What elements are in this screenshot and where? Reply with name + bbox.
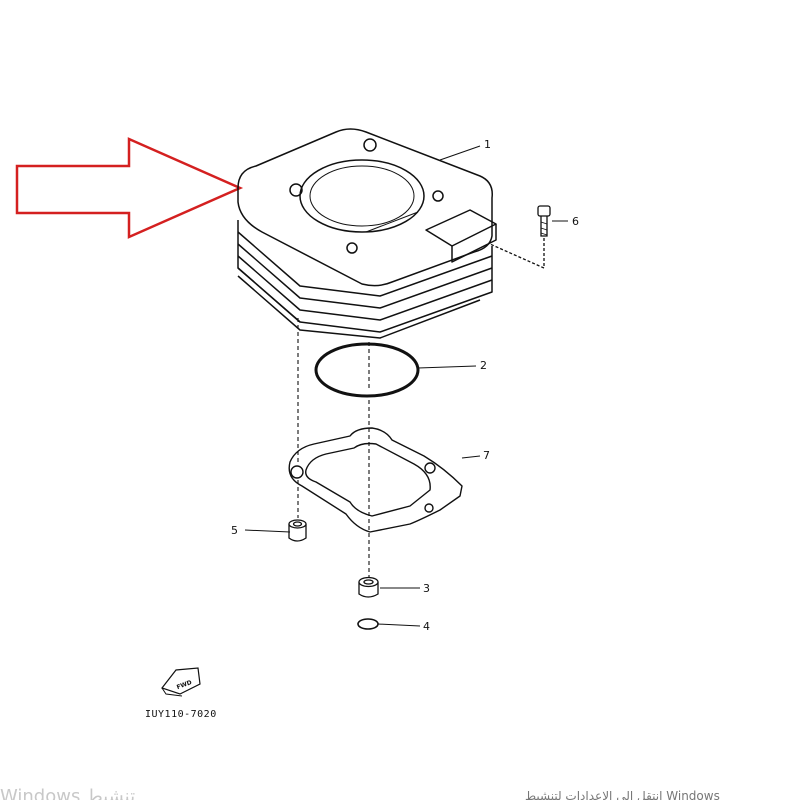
part-number-5: 5 [231,524,238,537]
watermark-left: Windows تنشيط [0,786,136,800]
dowel-pin-part-3 [358,576,379,598]
right-arrow-outline-icon [15,137,244,239]
label-leaders [244,145,568,627]
small-o-ring-part [357,618,379,630]
fwd-label: FWD [176,679,193,691]
part-number-3: 3 [423,582,430,595]
part-number-1: 1 [484,138,491,151]
watermark-right: انتقل إلى الإعدادات لتنشيط Windows [525,789,720,800]
part-number-6: 6 [572,215,579,228]
part-number-2: 2 [480,359,487,372]
dowel-pin-part-5 [288,519,307,542]
part-number-7: 7 [483,449,490,462]
cylinder-part [237,128,497,339]
fwd-arrow-icon: FWD [161,667,201,697]
drawing-code: IUY110-7020 [145,709,217,720]
cylinder-gasket-part [288,427,463,533]
alignment-lines [297,318,370,578]
o-ring-part [314,342,420,398]
part-number-4: 4 [423,620,430,633]
bolt-part [489,205,551,270]
